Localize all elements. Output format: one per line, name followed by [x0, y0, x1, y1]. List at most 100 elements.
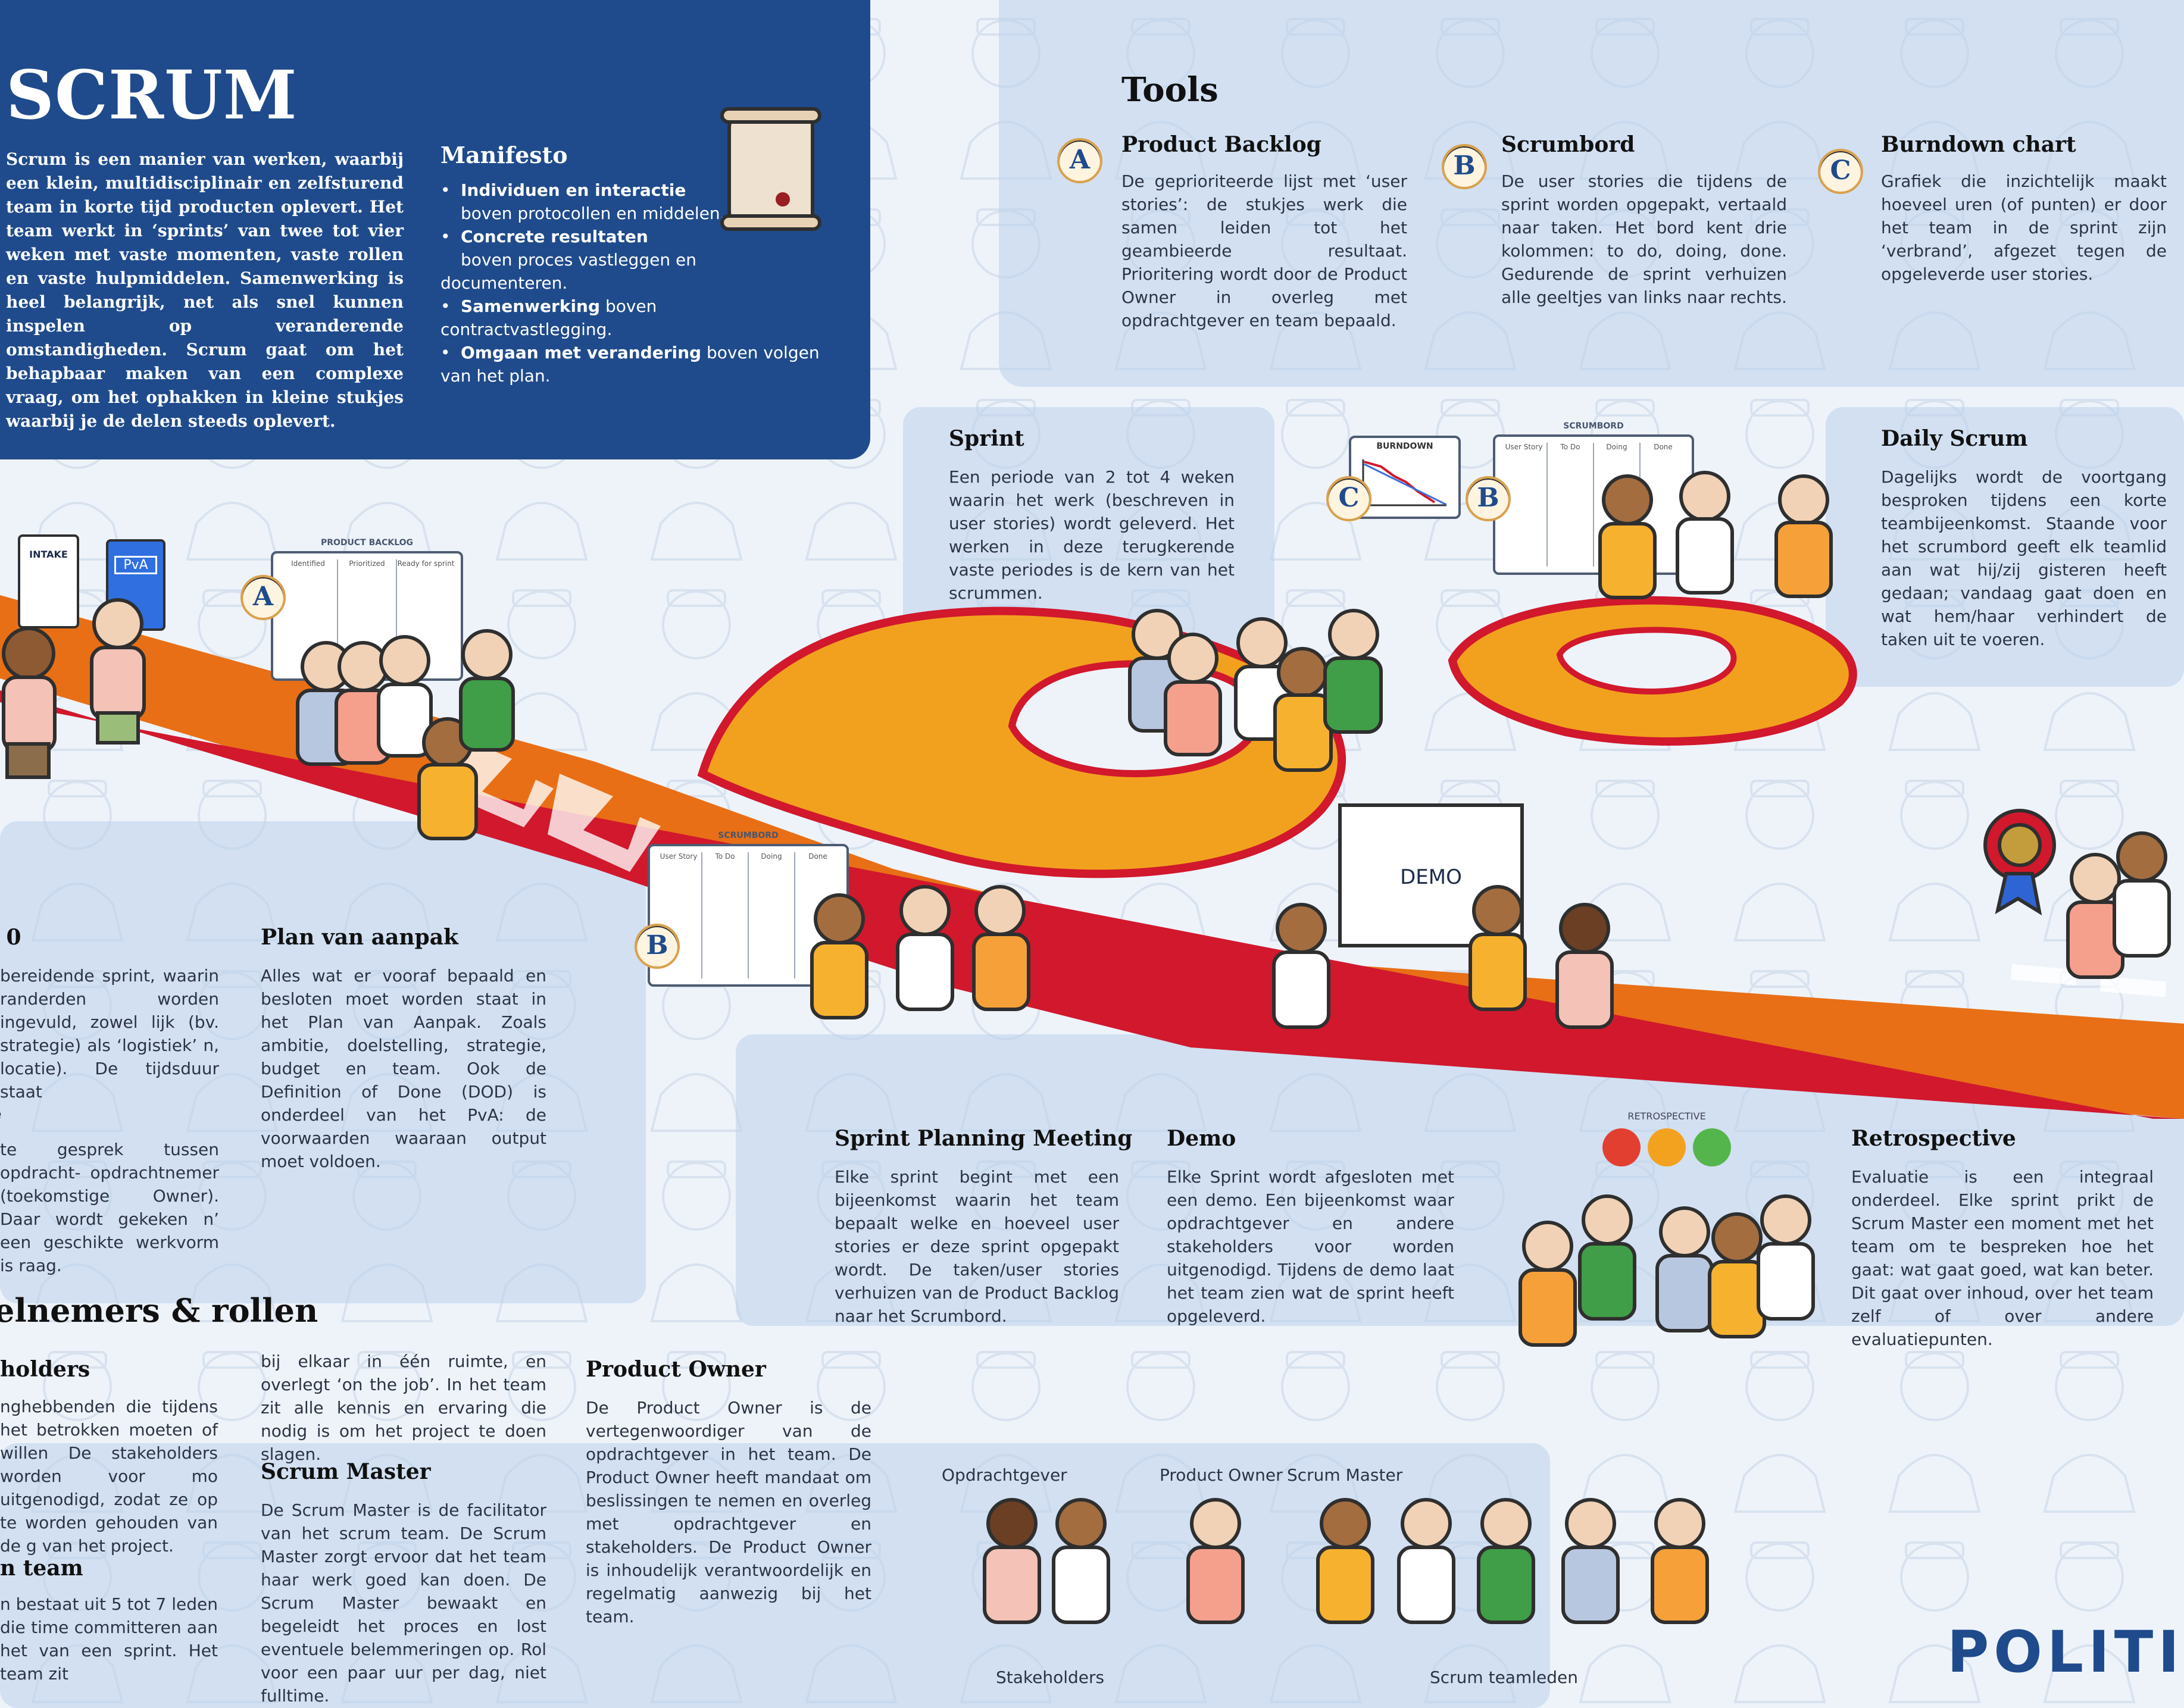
- badge-b-illustration-top: B: [1466, 476, 1511, 521]
- retrospective-label: RETROSPECTIVE: [1627, 1110, 1706, 1122]
- demo-text: Elke Sprint wordt afgesloten met een dem…: [1167, 1167, 1454, 1326]
- person-avatar: [1655, 1206, 1714, 1332]
- product-owner-text: De Product Owner is de vertegenwoordiger…: [586, 1398, 871, 1626]
- sprint-planning-title: Sprint Planning Meeting: [835, 1126, 1133, 1151]
- left-section-e-title: e: [0, 1101, 2, 1126]
- page-title: SCRUM: [6, 57, 298, 134]
- roles-panel: [0, 1443, 1550, 1708]
- pva-label: PvA: [114, 556, 157, 574]
- daily-scrum-title: Daily Scrum: [1881, 426, 2028, 451]
- person-avatar: [1757, 1194, 1815, 1321]
- scrumbord-board-title: SCRUMBORD: [718, 831, 779, 840]
- scrumbord-board-title: SCRUMBORD: [1563, 421, 1624, 431]
- person-avatar: [335, 641, 392, 765]
- scrumbord-text: De user stories die tijdens de sprint wo…: [1501, 171, 1787, 307]
- sprint-planning-text: Elke sprint begint met een bijeenkomst w…: [835, 1167, 1119, 1326]
- left-section-e-text: te gesprek tussen opdracht- opdrachtneme…: [0, 1140, 219, 1275]
- scrum-master-text: De Scrum Master is de facilitator van he…: [261, 1500, 546, 1706]
- board-column: Prioritized: [337, 559, 396, 672]
- intake-clipboard: INTAKE: [18, 534, 79, 628]
- scroll-icon: [720, 107, 821, 231]
- manifesto-title: Manifesto: [440, 142, 568, 168]
- person-avatar: [1052, 1498, 1110, 1624]
- person-avatar: [1774, 474, 1833, 598]
- person-avatar: [1164, 633, 1222, 756]
- police-logo-text: POLITI: [1946, 1619, 2184, 1685]
- board-column: Ready for sprint: [396, 559, 455, 672]
- person-avatar: [90, 598, 146, 744]
- legend-teamleden: Scrum teamleden: [1430, 1668, 1578, 1687]
- person-avatar: [1272, 903, 1330, 1029]
- scrum-team-continued-text: bij elkaar in één ruimte, en overlegt ‘o…: [261, 1352, 546, 1464]
- retrospective-title: Retrospective: [1851, 1126, 2016, 1151]
- board-column: User Story: [1505, 443, 1543, 451]
- person-avatar: [1477, 1498, 1535, 1624]
- sad-face-icon: [1602, 1128, 1641, 1166]
- stakeholders-title: holders: [0, 1357, 90, 1382]
- burndown-title: BURNDOWN: [1376, 442, 1433, 451]
- person-avatar: [1651, 1498, 1709, 1624]
- person-avatar: [810, 893, 868, 1019]
- person-avatar: [1555, 903, 1614, 1029]
- person-avatar: [377, 635, 433, 758]
- sprint-text: Een periode van 2 tot 4 weken waarin het…: [949, 467, 1235, 603]
- board-column: To Do: [1546, 443, 1593, 567]
- medal-icon: [1983, 809, 2056, 916]
- board-column: Identified: [291, 559, 325, 568]
- product-backlog-text: De geprioriteerde lijst met ‘user storie…: [1121, 171, 1407, 330]
- person-avatar: [2066, 853, 2124, 979]
- stakeholders-text: nghebbenden die tijdens het betrokken mo…: [0, 1397, 218, 1556]
- person-avatar: [983, 1498, 1041, 1624]
- legend-product-owner: Product Owner: [1160, 1465, 1283, 1485]
- scrum-team-text: n bestaat uit 5 tot 7 leden die time com…: [0, 1594, 218, 1684]
- sprint-title: Sprint: [949, 426, 1024, 451]
- person-avatar: [2113, 831, 2171, 958]
- badge-c-illustration: C: [1326, 476, 1371, 521]
- left-section-0-text: bereidende sprint, waarin randerden word…: [0, 966, 219, 1102]
- board-column: Doing: [748, 852, 794, 978]
- daily-scrum-panel: [1826, 407, 2184, 687]
- retrospective-text: Evaluatie is een integraal onderdeel. El…: [1851, 1167, 2154, 1349]
- happy-face-icon: [1693, 1128, 1731, 1166]
- person-avatar: [1598, 474, 1657, 599]
- roles-title: elnemers & rollen: [0, 1291, 318, 1330]
- person-avatar: [2, 627, 57, 779]
- person-avatar: [1397, 1498, 1455, 1624]
- person-avatar: [1708, 1212, 1766, 1338]
- person-avatar: [1578, 1194, 1636, 1321]
- person-avatar: [1186, 1498, 1245, 1624]
- product-backlog-board-title: PRODUCT BACKLOG: [320, 538, 414, 548]
- badge-a-illustration: A: [240, 575, 286, 620]
- tools-panel: [999, 0, 2184, 387]
- left-middle-panel: [0, 821, 646, 1303]
- demo-title: Demo: [1167, 1126, 1236, 1151]
- legend-stakeholders: Stakeholders: [996, 1668, 1105, 1687]
- left-section-0-title: e 0: [0, 925, 21, 950]
- plan-van-aanpak-text: Alles wat er vooraf bepaald en besloten …: [261, 966, 546, 1171]
- person-avatar: [1273, 647, 1333, 772]
- intake-label: INTAKE: [29, 549, 68, 560]
- legend-opdrachtgever: Opdrachtgever: [942, 1465, 1067, 1485]
- retrospective-faces: RETROSPECTIVE: [1595, 1110, 1738, 1166]
- burndown-chart-text: Grafiek die inzichtelijk maakt hoeveel u…: [1881, 171, 2167, 284]
- badge-a: A: [1057, 138, 1102, 183]
- person-avatar: [1316, 1498, 1374, 1624]
- neutral-face-icon: [1648, 1128, 1686, 1166]
- person-avatar: [1561, 1498, 1620, 1624]
- board-column: Done: [794, 852, 841, 978]
- person-avatar: [972, 885, 1030, 1011]
- person-avatar: [1323, 609, 1383, 734]
- person-avatar: [896, 885, 954, 1011]
- person-avatar: [1469, 885, 1527, 1011]
- scrumbord-title: Scrumbord: [1501, 132, 1635, 157]
- person-avatar: [1519, 1221, 1577, 1347]
- daily-scrum-text: Dagelijks wordt de voortgang besproken t…: [1881, 467, 2167, 649]
- manifesto-item: •Samenwerking boven contractvastlegging.: [440, 296, 657, 339]
- demo-screen-label: DEMO: [1400, 865, 1462, 889]
- product-owner-title: Product Owner: [586, 1357, 766, 1382]
- board-column: User Story: [660, 852, 698, 861]
- person-avatar: [1676, 471, 1734, 595]
